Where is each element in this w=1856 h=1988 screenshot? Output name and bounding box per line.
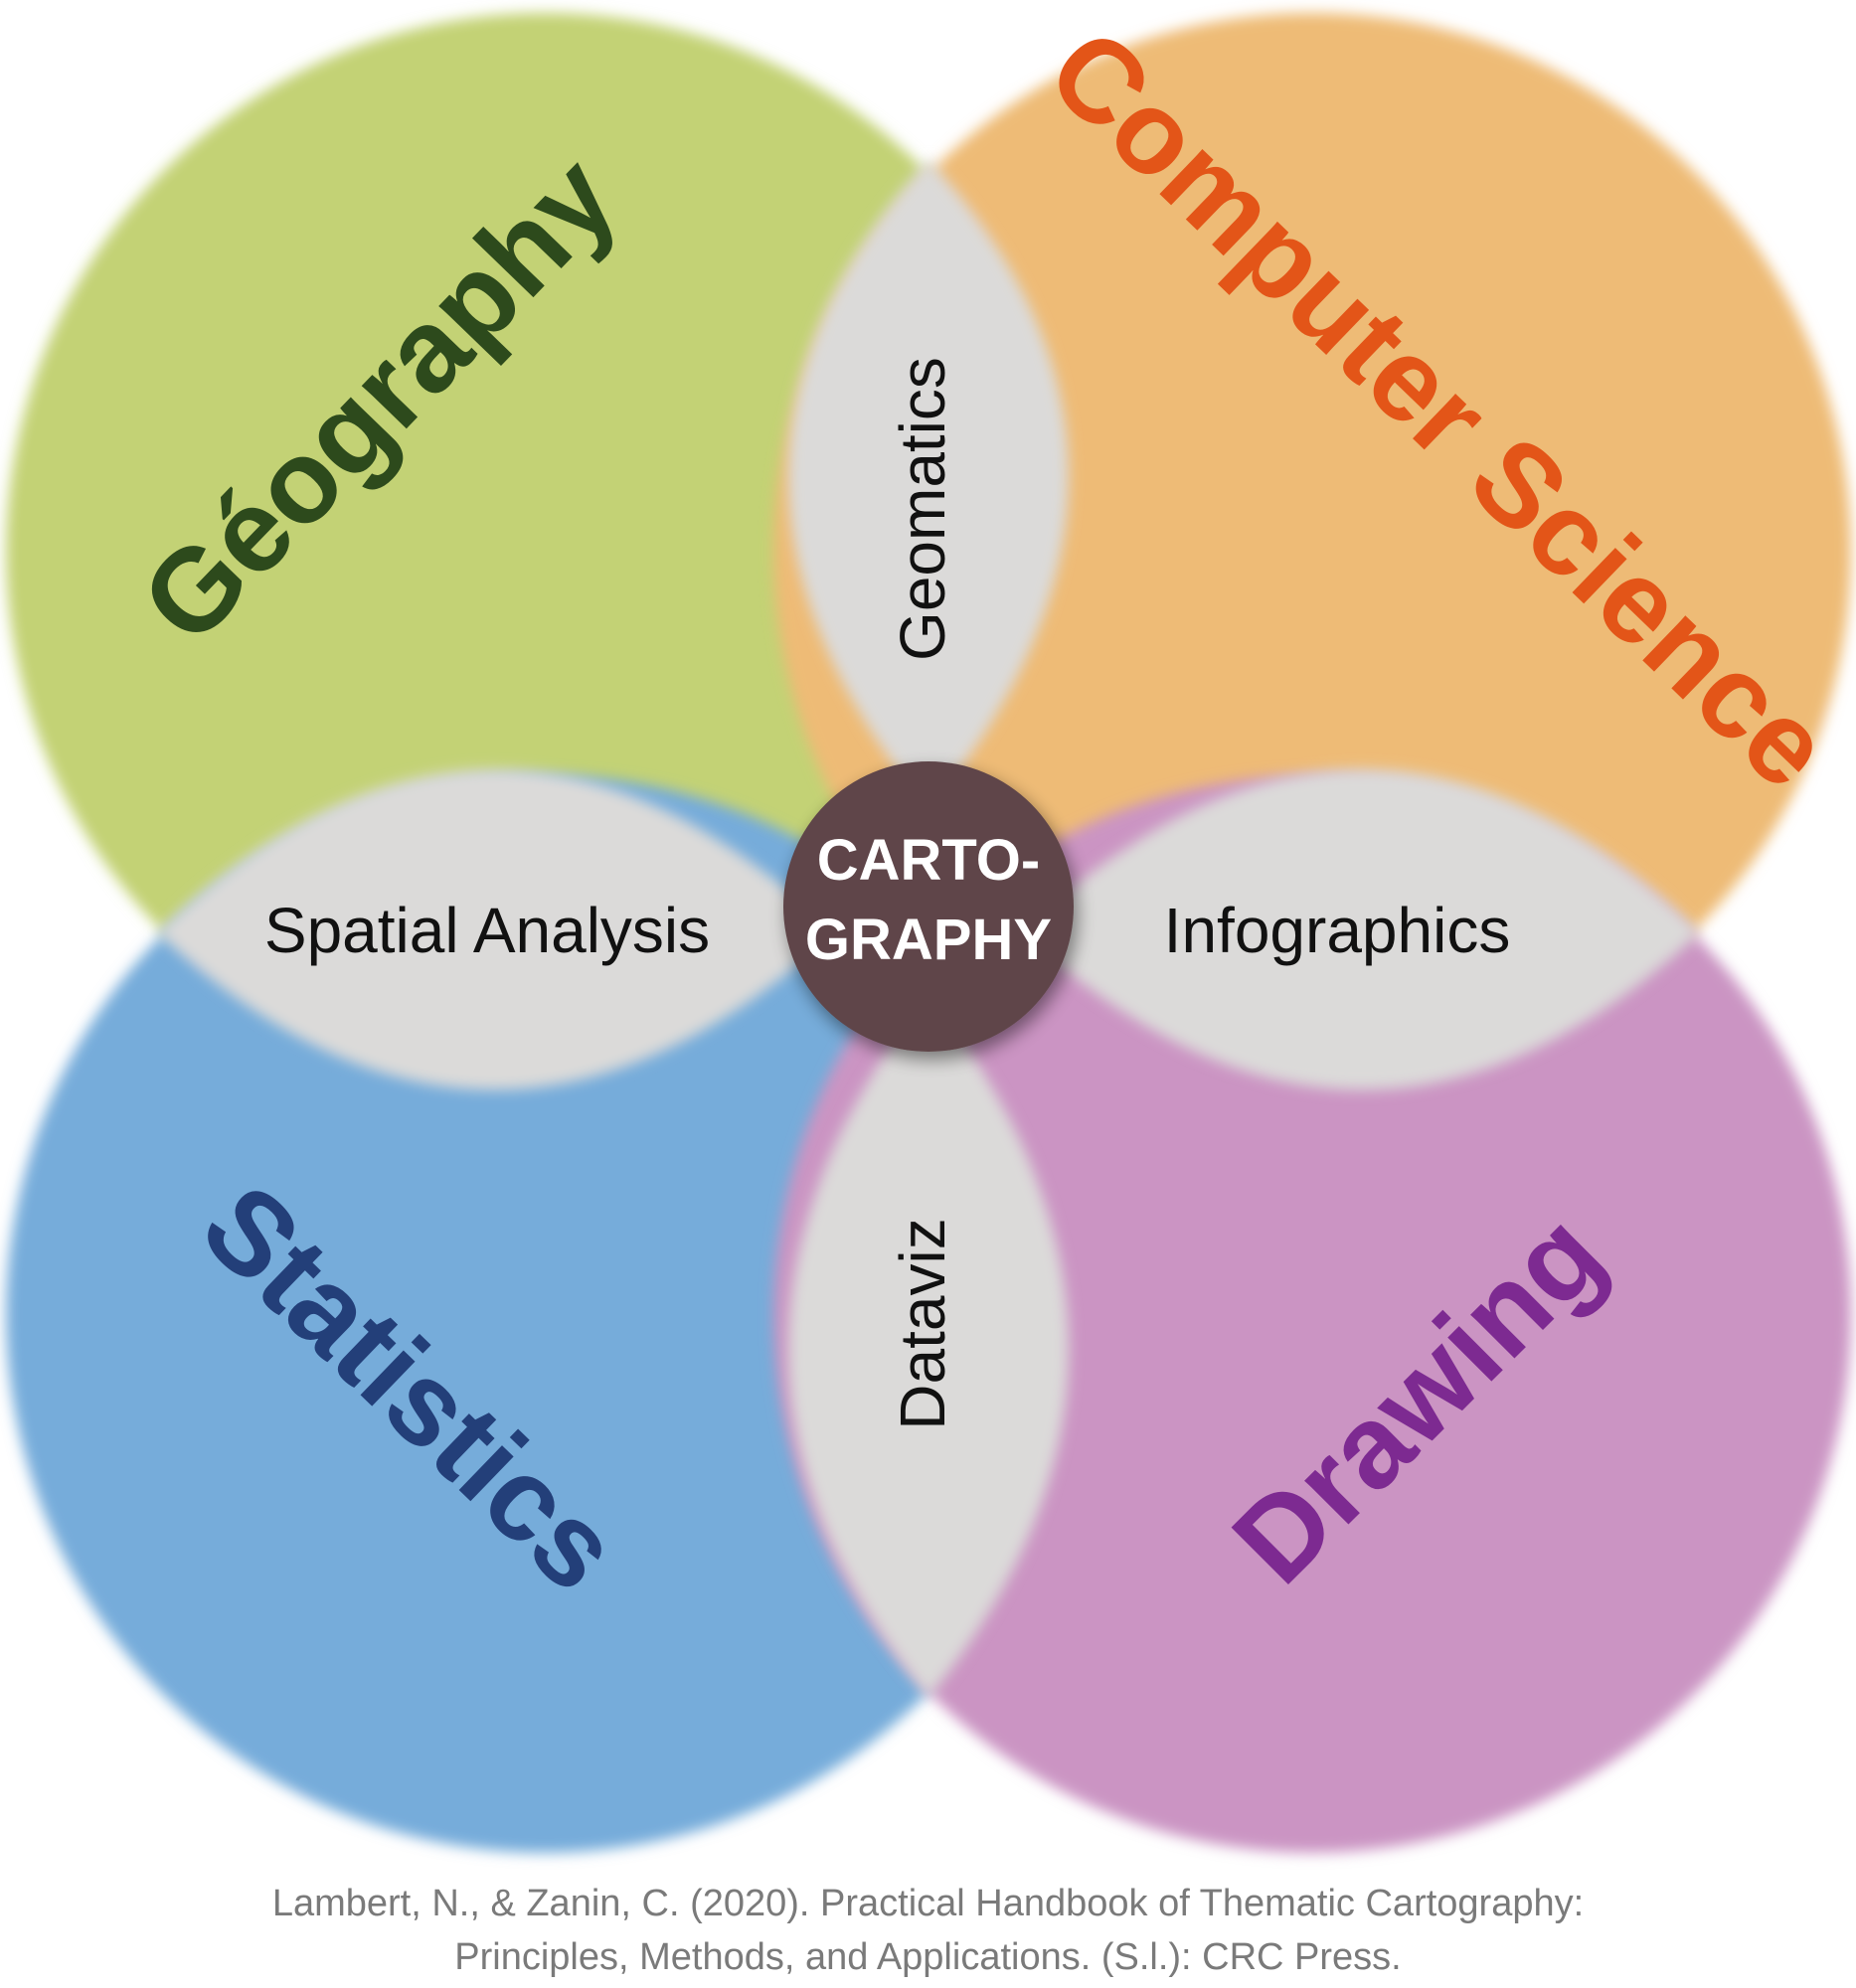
dataviz-lens <box>788 994 1069 1698</box>
citation-line-2: Principles, Methods, and Applications. (… <box>454 1936 1402 1978</box>
infographics-lens <box>1022 769 1700 1090</box>
infographics-label: Infographics <box>1164 895 1511 966</box>
geomatics-lens <box>788 159 1069 810</box>
spatial-analysis-label: Spatial Analysis <box>264 895 710 966</box>
citation-line-1: Lambert, N., & Zanin, C. (2020). Practic… <box>271 1883 1585 1924</box>
spatial-analysis-lens <box>157 769 835 1090</box>
center-circle <box>783 761 1074 1052</box>
statistics-circle <box>6 775 1084 1853</box>
center-label-line-2: GRAPHY <box>805 908 1052 972</box>
center-label-line-1: CARTO- <box>817 828 1040 893</box>
geomatics-label: Geomatics <box>887 357 958 661</box>
dataviz-label: Dataviz <box>887 1218 958 1429</box>
drawing-circle <box>773 775 1851 1853</box>
citation: Lambert, N., & Zanin, C. (2020). Practic… <box>0 1877 1856 1984</box>
